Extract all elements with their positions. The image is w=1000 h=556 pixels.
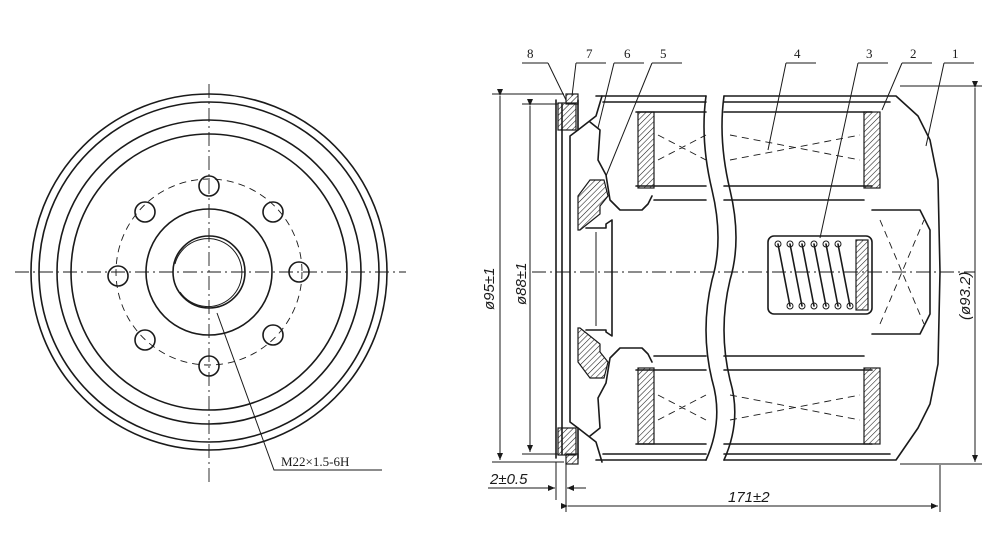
gasket-offset-dim: 2±0.5 <box>489 471 528 488</box>
thread-leader <box>216 312 382 471</box>
part-callouts: 8 7 6 5 4 3 2 1 <box>522 46 974 239</box>
end-cap-right-top <box>863 111 881 189</box>
overall-length-dim: 171±2 <box>728 489 770 506</box>
part-label-6: 6 <box>624 46 631 61</box>
core-tube <box>653 199 865 357</box>
cover-plate-bottom <box>589 347 653 437</box>
end-plate <box>871 209 931 335</box>
part-label-5: 5 <box>660 46 667 61</box>
inlet-hole <box>262 201 284 223</box>
part-label-4: 4 <box>794 46 801 61</box>
end-cap-right-bottom <box>863 367 881 445</box>
gasket-top <box>557 102 577 131</box>
dimensions: ø95±1 ø88±1 (ø93.2) 2±0.5 171±2 <box>481 81 982 512</box>
end-view: M22×1.5-6H <box>15 84 406 486</box>
base-plate <box>555 99 579 459</box>
break-line-right <box>721 95 737 461</box>
thread-note: M22×1.5-6H <box>281 454 349 469</box>
end-cap-left-top <box>637 111 655 189</box>
housing-outline <box>595 95 941 461</box>
part-label-8: 8 <box>527 46 534 61</box>
outer-diameter-dim: ø95±1 <box>481 268 498 310</box>
section-view: ø95±1 ø88±1 (ø93.2) 2±0.5 171±2 <box>481 46 982 512</box>
gasket-bottom <box>557 427 577 456</box>
seat-ring-bottom <box>565 453 579 465</box>
valve-bottom <box>577 327 609 379</box>
part-label-3: 3 <box>866 46 873 61</box>
filter-media-bottom <box>657 394 861 421</box>
inlet-hole <box>107 265 129 287</box>
housing-inner <box>602 101 891 455</box>
gasket-diameter-dim: ø88±1 <box>513 263 530 305</box>
inlet-tube <box>585 219 613 337</box>
thread-circle-inner <box>174 238 243 308</box>
inlet-holes <box>107 175 310 377</box>
inlet-hole <box>262 324 284 346</box>
spring-seat <box>855 239 869 311</box>
end-cap-left-bottom <box>637 367 655 445</box>
part-label-1: 1 <box>952 46 959 61</box>
cover-plate-top <box>589 121 653 211</box>
part-label-7: 7 <box>586 46 593 61</box>
valve-top <box>577 179 609 231</box>
body-diameter-dim: (ø93.2) <box>957 272 974 320</box>
base-plate-inner <box>577 95 603 463</box>
spring-coils <box>774 240 854 310</box>
filter-element-bottom <box>635 369 873 445</box>
break-line-left <box>703 95 719 461</box>
inlet-hole <box>134 329 156 351</box>
filter-media-top <box>657 134 861 161</box>
part-label-2: 2 <box>910 46 917 61</box>
filter-element-top <box>635 111 873 187</box>
inlet-hole <box>134 201 156 223</box>
end-plate-cross <box>879 219 925 325</box>
